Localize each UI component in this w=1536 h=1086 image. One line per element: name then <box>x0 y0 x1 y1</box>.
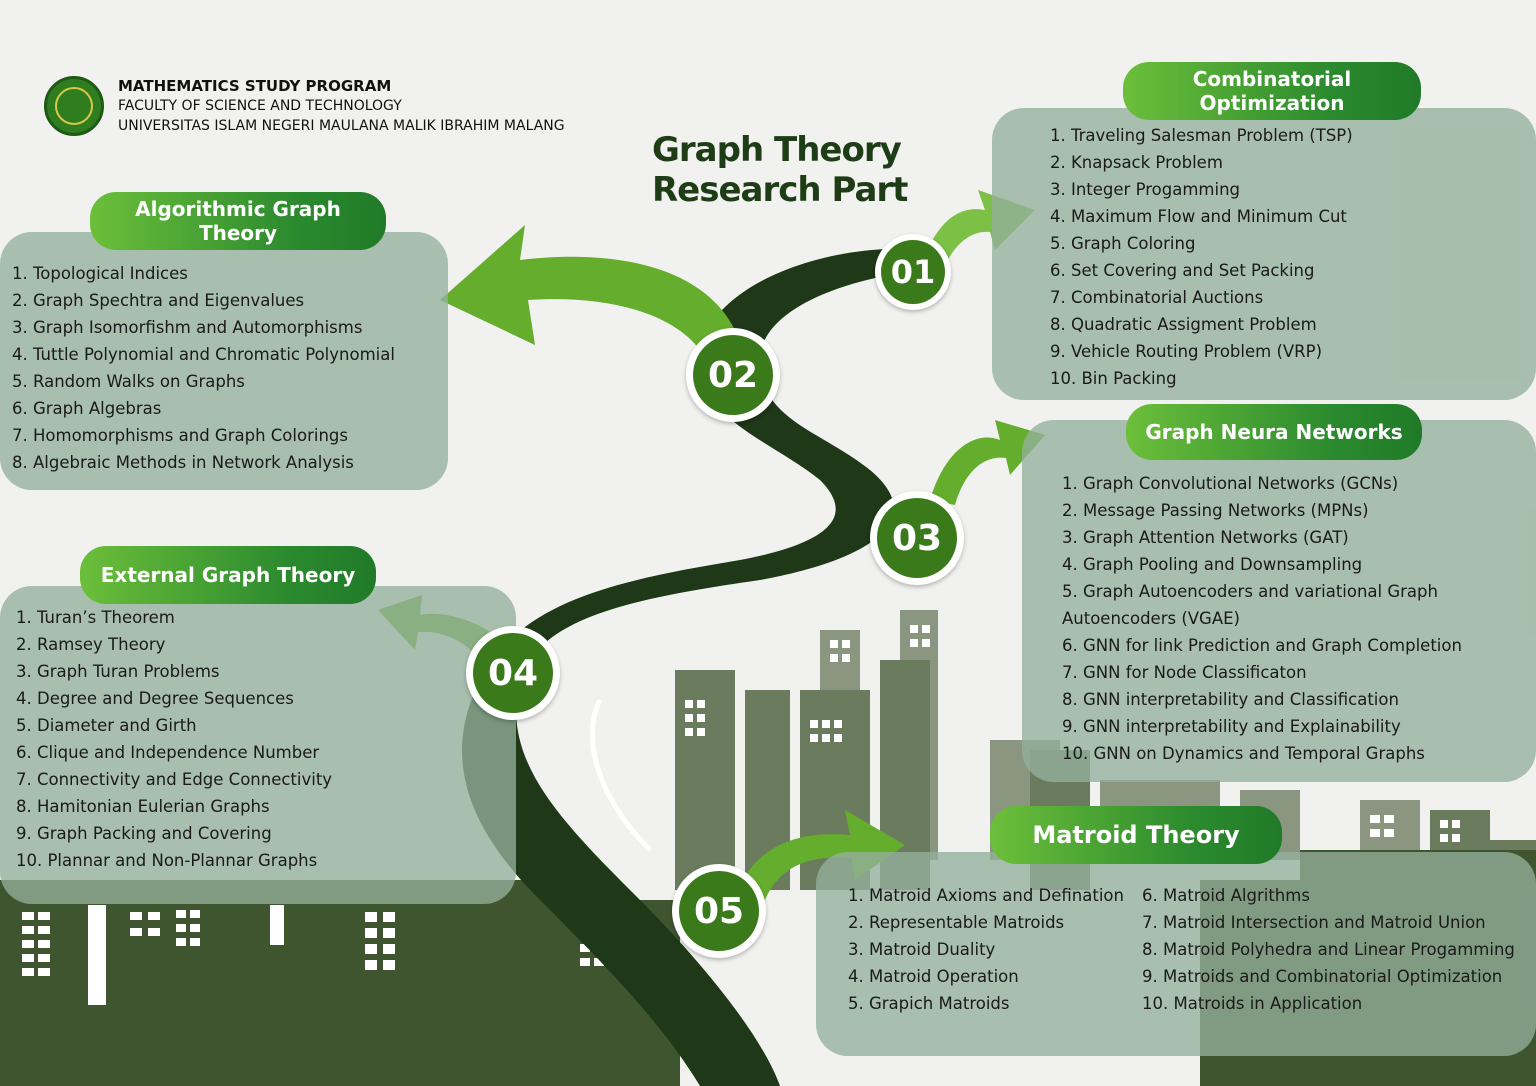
matroid-panel: 1. Matroid Axioms and Defination 2. Repr… <box>816 852 1536 1056</box>
list-item: 1. Graph Convolutional Networks (GCNs) <box>1062 474 1399 493</box>
list-item: 1. Turan’s Theorem <box>16 608 175 627</box>
university-name: UNIVERSITAS ISLAM NEGERI MAULANA MALIK I… <box>118 118 565 134</box>
matroid-title: Matroid Theory <box>990 806 1282 864</box>
list-item: 3. Integer Progamming <box>1050 180 1241 199</box>
list-item: 10. GNN on Dynamics and Temporal Graphs <box>1062 744 1425 763</box>
combinatorial-panel: 1. Traveling Salesman Problem (TSP) 2. K… <box>992 108 1536 400</box>
list-item: 9. Matroids and Combinatorial Optimizati… <box>1142 967 1503 986</box>
list-item: 7. Matroid Intersection and Matroid Unio… <box>1142 913 1486 932</box>
list-item: 2. Graph Spechtra and Eigenvalues <box>12 291 305 310</box>
list-item: 3. Graph Attention Networks (GAT) <box>1062 528 1349 547</box>
building-windows <box>22 625 1460 1005</box>
step-badge-04: 04 <box>466 626 560 720</box>
list-item: 2. Knapsack Problem <box>1050 153 1223 172</box>
arrow-02 <box>440 225 735 350</box>
list-item: 10. Matroids in Application <box>1142 994 1363 1013</box>
list-item: 9. Graph Packing and Covering <box>16 824 272 843</box>
list-item: 6. Clique and Independence Number <box>16 743 320 762</box>
list-item: 8. Quadratic Assigment Problem <box>1050 315 1317 334</box>
list-item: 5. Grapich Matroids <box>848 994 1010 1013</box>
combinatorial-title: Combinatorial Optimization <box>1123 62 1421 120</box>
list-item: 1. Matroid Axioms and Defination <box>848 886 1124 905</box>
list-item: 1. Traveling Salesman Problem (TSP) <box>1050 126 1353 145</box>
list-item: 2. Ramsey Theory <box>16 635 166 654</box>
list-item: 8. Hamitonian Eulerian Graphs <box>16 797 270 816</box>
institution-header: MATHEMATICS STUDY PROGRAM FACULTY OF SCI… <box>44 76 565 136</box>
gnn-panel: 1. Graph Convolutional Networks (GCNs) 2… <box>1022 420 1536 782</box>
list-item: 1. Topological Indices <box>12 264 188 283</box>
list-item: 5. Random Walks on Graphs <box>12 372 245 391</box>
step-badge-05: 05 <box>672 864 766 958</box>
list-item: 7. Connectivity and Edge Connectivity <box>16 770 333 789</box>
list-item: 4. Matroid Operation <box>848 967 1019 986</box>
list-item: 4. Tuttle Polynomial and Chromatic Polyn… <box>12 345 395 364</box>
winding-road <box>462 248 940 1086</box>
step-badge-01: 01 <box>875 234 951 310</box>
page-title: Graph Theory Research Part <box>652 130 908 210</box>
list-item: 7. Homomorphisms and Graph Colorings <box>12 426 348 445</box>
list-item: 3. Matroid Duality <box>848 940 996 959</box>
list-item: 6. GNN for link Prediction and Graph Com… <box>1062 636 1462 655</box>
list-item: 6. Graph Algebras <box>12 399 162 418</box>
list-item: 4. Maximum Flow and Minimum Cut <box>1050 207 1347 226</box>
list-item: 5. Graph Autoencoders and variational Gr… <box>1062 582 1438 601</box>
external-title: External Graph Theory <box>80 546 376 604</box>
list-item: 9. GNN interpretability and Explainabili… <box>1062 717 1401 736</box>
list-item: 5. Diameter and Girth <box>16 716 197 735</box>
list-item: 3. Graph Turan Problems <box>16 662 220 681</box>
list-item: 4. Graph Pooling and Downsampling <box>1062 555 1363 574</box>
list-item: 7. GNN for Node Classificaton <box>1062 663 1307 682</box>
external-panel: 1. Turan’s Theorem 2. Ramsey Theory 3. G… <box>0 586 516 904</box>
algorithmic-title: Algorithmic Graph Theory <box>90 192 386 250</box>
list-item: 10. Bin Packing <box>1050 369 1177 388</box>
list-item: 2. Message Passing Networks (MPNs) <box>1062 501 1369 520</box>
step-badge-03: 03 <box>870 491 964 585</box>
list-item: 6. Set Covering and Set Packing <box>1050 261 1315 280</box>
university-seal-icon <box>44 76 104 136</box>
list-item: 5. Graph Coloring <box>1050 234 1196 253</box>
list-item: 2. Representable Matroids <box>848 913 1065 932</box>
arrow-03 <box>930 420 1045 505</box>
algorithmic-panel: 1. Topological Indices 2. Graph Spechtra… <box>0 232 448 490</box>
list-item: 9. Vehicle Routing Problem (VRP) <box>1050 342 1323 361</box>
list-item: 6. Matroid Algrithms <box>1142 886 1310 905</box>
list-item: 7. Combinatorial Auctions <box>1050 288 1264 307</box>
program-name: MATHEMATICS STUDY PROGRAM <box>118 77 392 95</box>
gnn-title: Graph Neura Networks <box>1126 404 1422 460</box>
list-item: 3. Graph Isomorfishm and Automorphisms <box>12 318 363 337</box>
list-item: Autoencoders (VGAE) <box>1062 609 1240 628</box>
road-edge-line <box>589 698 652 852</box>
list-item: 8. Matroid Polyhedra and Linear Progammi… <box>1142 940 1515 959</box>
list-item: 8. Algebraic Methods in Network Analysis <box>12 453 354 472</box>
list-item: 4. Degree and Degree Sequences <box>16 689 294 708</box>
list-item: 10. Plannar and Non-Plannar Graphs <box>16 851 318 870</box>
list-item: 8. GNN interpretability and Classificati… <box>1062 690 1399 709</box>
arrow-05 <box>740 810 905 900</box>
step-badge-02: 02 <box>686 328 780 422</box>
faculty-name: FACULTY OF SCIENCE AND TECHNOLOGY <box>118 98 402 114</box>
